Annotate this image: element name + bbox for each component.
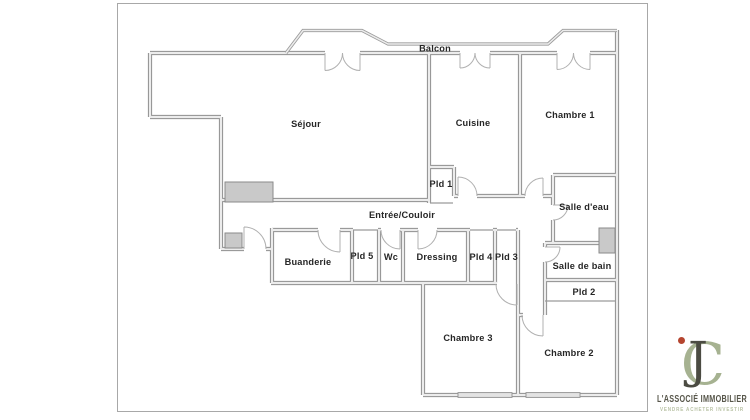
room-label-balcon: Balcon (419, 44, 451, 54)
logo-name: L'ASSOCIÉ IMMOBILIER (657, 393, 747, 405)
window-chambre3 (457, 390, 513, 400)
room-label-cuisine: Cuisine (456, 118, 491, 128)
room-label-dressing: Dressing (417, 252, 458, 262)
room-label-buanderie: Buanderie (285, 257, 332, 267)
door-swing-arcs (243, 52, 591, 337)
room-label-pld5: Pld 5 (351, 251, 374, 261)
room-label-salle-bain: Salle de bain (553, 261, 612, 271)
wall-cores (148, 30, 619, 397)
room-label-salle-eau: Salle d'eau (559, 202, 609, 212)
logo-monogram-c: C (681, 330, 725, 398)
room-label-chambre2: Chambre 2 (544, 348, 593, 358)
room-label-chambre1: Chambre 1 (545, 110, 594, 120)
room-label-pld4: Pld 4 (470, 252, 494, 262)
closet-front-lines (353, 202, 615, 302)
room-label-pld3: Pld 3 (495, 252, 518, 262)
room-label-sejour: Séjour (291, 119, 321, 129)
balcony-railing (284, 28, 617, 54)
walls (147, 30, 620, 398)
logo-tagline: VENDRE ACHETER INVESTIR (660, 407, 744, 413)
room-label-wc: Wc (384, 252, 398, 262)
room-labels: Balcon Séjour Cuisine Chambre 1 Pld 1 En… (285, 44, 612, 359)
plan-border-frame (117, 3, 648, 412)
fixture-block-entry (224, 232, 243, 249)
logo-dot-icon (678, 337, 685, 344)
fixture-block-salle-eau (598, 227, 616, 254)
room-label-pld1: Pld 1 (430, 179, 453, 189)
room-label-chambre3: Chambre 3 (443, 333, 492, 343)
logo-monogram-j: J (683, 331, 708, 389)
fixture-block-sejour (224, 181, 274, 203)
agency-logo: C J L'ASSOCIÉ IMMOBILIER VENDRE ACHETER … (657, 330, 747, 413)
room-label-entree: Entrée/Couloir (369, 210, 435, 220)
room-label-pld2: Pld 2 (573, 287, 596, 297)
window-chambre2 (525, 390, 581, 400)
